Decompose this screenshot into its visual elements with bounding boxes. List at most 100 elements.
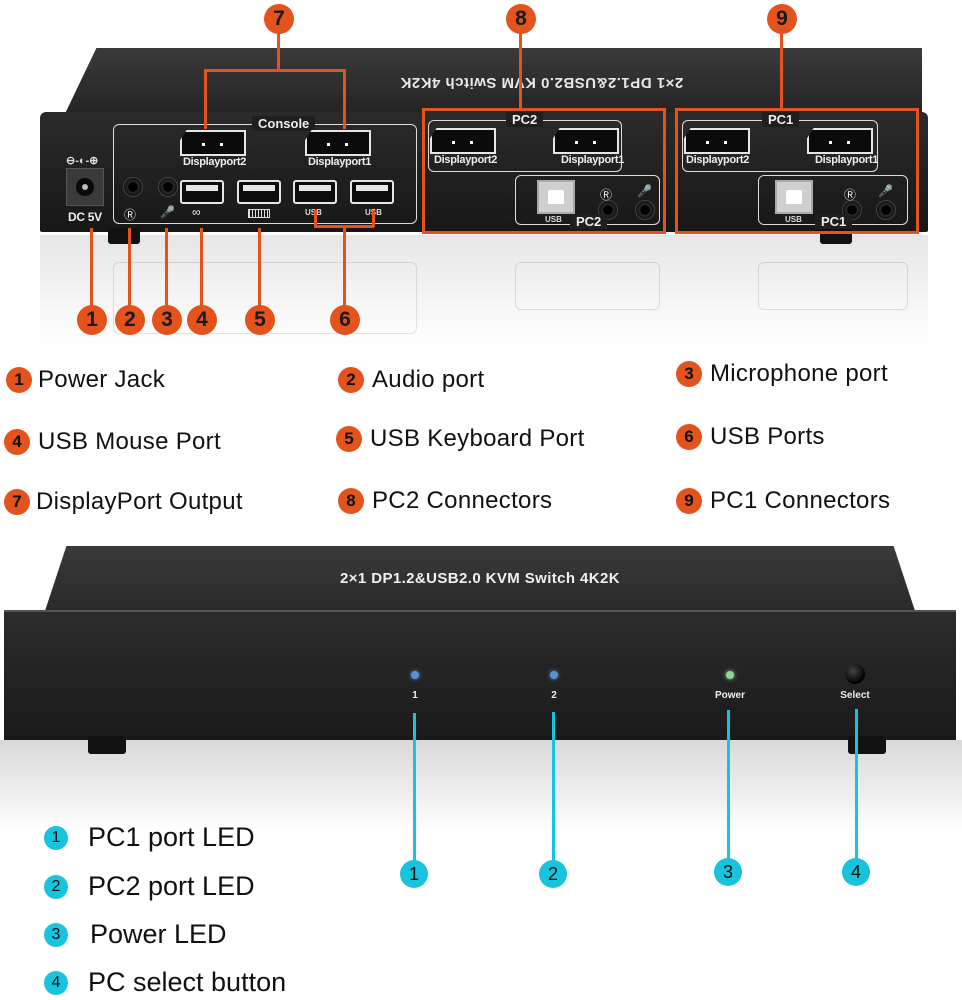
callout-line — [413, 713, 416, 863]
callout-line — [277, 32, 280, 70]
device-foot — [848, 736, 886, 754]
pc1-connectors-highlight — [675, 108, 919, 234]
legend-item: 1 Power Jack — [6, 366, 165, 394]
select-button-label: Select — [840, 690, 870, 701]
pc2-dp1-label: Displayport1 — [561, 154, 625, 166]
power-jack — [66, 168, 104, 206]
front-panel-reflection — [0, 740, 962, 830]
legend-badge: 7 — [4, 489, 30, 515]
pc1-displayport-2 — [684, 128, 750, 154]
legend-item: 5 USB Keyboard Port — [336, 425, 585, 453]
callout-badge-7: 7 — [264, 4, 294, 34]
device-foot — [108, 228, 140, 244]
microphone-icon: 🎤 — [878, 184, 893, 198]
pc1-led-label: 1 — [412, 690, 418, 701]
console-title: Console — [252, 116, 316, 131]
legend-label: PC1 port LED — [88, 822, 255, 852]
legend-badge: 3 — [44, 922, 68, 947]
legend-label: Power LED — [90, 919, 227, 949]
legend-label: PC2 port LED — [88, 871, 255, 901]
device-title: 2×1 DP1.2&USB2.0 KVM Switch 4K2K — [340, 570, 620, 587]
legend-badge: 6 — [676, 424, 702, 450]
callout-line — [204, 69, 207, 129]
callout-line — [343, 69, 346, 129]
legend-item: 2 Audio port — [338, 366, 484, 394]
mouse-icon: ∞ — [192, 205, 201, 219]
device-title-mirrored: 2×1 DP1.2&USB2.0 KVM Switch 4K2K — [400, 74, 684, 91]
power-jack-label: DC 5V — [68, 210, 102, 224]
legend-badge: 4 — [44, 970, 68, 995]
legend-badge: 1 — [44, 825, 68, 850]
microphone-port — [158, 177, 178, 197]
callout-line — [855, 709, 858, 859]
pc1-displayport-1 — [807, 128, 873, 154]
usb-port-2 — [350, 180, 394, 204]
headphone-icon: Ⓡ — [844, 188, 857, 202]
legend-badge: 1 — [6, 367, 32, 393]
pc2-usb-label: USB — [545, 215, 562, 224]
select-button[interactable] — [845, 664, 865, 684]
usb-mouse-port — [180, 180, 224, 204]
pc2-usb-b-port — [537, 180, 575, 214]
headphone-icon: Ⓡ — [600, 188, 613, 202]
callout-line — [200, 228, 203, 308]
callout-line — [343, 226, 346, 308]
legend-item: 2 PC2 port LED — [44, 871, 255, 902]
legend-label: Power Jack — [38, 366, 166, 393]
pc1-sub-title: PC1 — [815, 214, 853, 229]
callout-badge-2: 2 — [539, 860, 567, 888]
legend-label: Audio port — [372, 366, 485, 393]
callout-badge-3: 3 — [714, 858, 742, 886]
callout-badge-9: 9 — [767, 4, 797, 34]
callout-badge-1: 1 — [77, 305, 107, 335]
usb-keyboard-port — [237, 180, 281, 204]
microphone-icon: 🎤 — [637, 184, 652, 198]
legend-label: PC select button — [88, 967, 287, 997]
legend-item: 8 PC2 Connectors — [338, 487, 552, 515]
legend-label: USB Ports — [710, 423, 825, 450]
pc1-led — [411, 671, 419, 679]
legend-item: 3 Microphone port — [676, 360, 888, 388]
pc2-connectors-highlight — [422, 108, 666, 234]
legend-item: 9 PC1 Connectors — [676, 487, 890, 515]
callout-line — [165, 228, 168, 308]
console-displayport-2 — [180, 130, 246, 156]
legend-label: DisplayPort Output — [36, 488, 243, 515]
callout-line — [372, 210, 375, 227]
microphone-icon: 🎤 — [160, 205, 175, 219]
legend-badge: 4 — [4, 429, 30, 455]
callout-badge-4: 4 — [187, 305, 217, 335]
power-led — [726, 671, 734, 679]
pc1-usb-b-port — [775, 180, 813, 214]
pc2-displayport-1 — [553, 128, 619, 154]
console-displayport-1 — [305, 130, 371, 156]
legend-label: Microphone port — [710, 360, 888, 387]
power-led-label: Power — [714, 690, 745, 701]
legend-badge: 9 — [676, 488, 702, 514]
pc2-dp2-label: Displayport2 — [434, 154, 498, 166]
legend-item: 3 Power LED — [44, 919, 227, 950]
pc2-displayport-2 — [430, 128, 496, 154]
callout-badge-6: 6 — [330, 305, 360, 335]
device-foot — [88, 736, 126, 754]
pc1-usb-label: USB — [785, 215, 802, 224]
legend-item: 4 PC select button — [44, 967, 286, 998]
legend-badge: 2 — [44, 874, 68, 899]
callout-badge-4: 4 — [842, 858, 870, 886]
pc1-dp1-label: Displayport1 — [815, 154, 879, 166]
callout-line — [519, 32, 522, 110]
legend-badge: 8 — [338, 488, 364, 514]
legend-label: USB Mouse Port — [38, 428, 221, 455]
legend-item: 7 DisplayPort Output — [4, 488, 243, 516]
callout-badge-1: 1 — [400, 860, 428, 888]
keyboard-icon — [248, 209, 270, 218]
legend-badge: 5 — [336, 426, 362, 452]
legend-item: 6 USB Ports — [676, 423, 825, 451]
callout-line — [727, 710, 730, 860]
callout-line — [552, 712, 555, 862]
legend-badge: 3 — [676, 361, 702, 387]
device-front-panel — [4, 610, 956, 740]
headphone-icon: Ⓡ — [124, 208, 137, 222]
pc1-mic-port — [876, 200, 896, 220]
callout-badge-8: 8 — [506, 4, 536, 34]
